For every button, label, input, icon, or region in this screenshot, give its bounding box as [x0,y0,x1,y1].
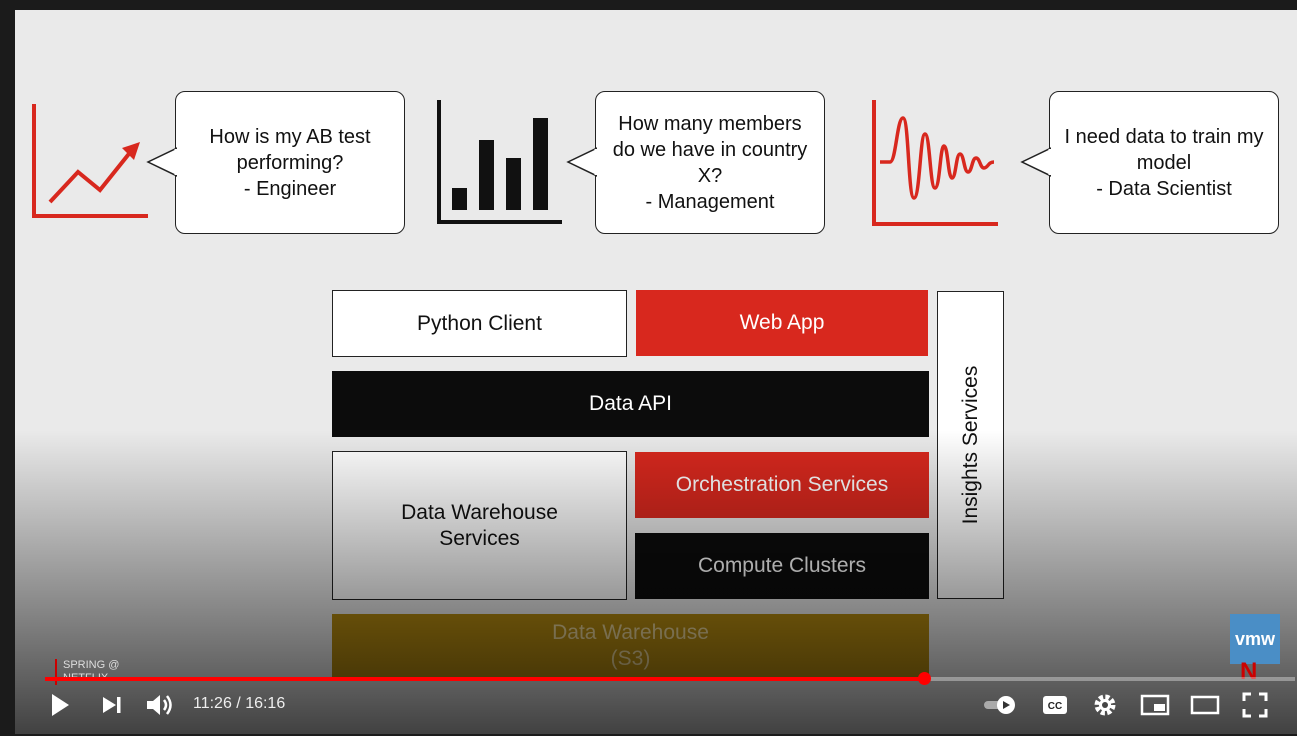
settings-button[interactable] [1089,690,1121,720]
speech-bubble-tail [1020,147,1051,177]
autoplay-toggle-icon [984,696,1015,714]
netflix-logo: N [1240,658,1258,685]
spring-netflix-watermark: SPRING @ NETFLIX [55,659,119,685]
theater-mode-button[interactable] [1189,692,1221,718]
volume-icon [147,695,172,715]
signal-wave-icon [872,100,998,226]
fullscreen-button[interactable] [1239,691,1271,719]
captions-icon: CC [1043,696,1067,714]
theater-icon [1190,695,1220,715]
orchestration-services-box: Orchestration Services [635,452,929,518]
progress-bar[interactable] [45,672,1295,685]
fullscreen-icon [1242,692,1268,718]
progress-played [45,677,924,681]
web-app-box: Web App [636,290,928,356]
speech-bubble-management: How many members do we have in country X… [595,91,825,234]
speech-bubble-data-scientist: I need data to train my model - Data Sci… [1049,91,1279,234]
data-warehouse-services-box: Data Warehouse Services [332,451,627,600]
data-api-box: Data API [332,371,929,437]
settings-icon [1094,694,1116,716]
next-button[interactable] [97,692,127,718]
captions-button[interactable]: CC [1039,692,1071,718]
speech-bubble-tail [566,147,597,177]
bar-chart-icon [437,100,562,224]
time-display: 11:26 / 16:16 [193,695,286,712]
play-button[interactable] [45,692,75,718]
speech-bubble-engineer: How is my AB test performing? - Engineer [175,91,405,234]
speech-bubble-tail [146,147,177,177]
vmware-logo: vmw [1230,614,1280,664]
autoplay-toggle[interactable] [981,694,1019,716]
insights-services-label: Insights Services [958,365,982,525]
video-frame[interactable]: How is my AB test performing? - Engineer… [15,10,1297,734]
data-warehouse-s3-box: Data Warehouse (S3) [332,614,929,678]
mute-button[interactable] [143,690,177,720]
next-icon [103,697,121,713]
python-client-box: Python Client [332,290,627,357]
miniplayer-icon [1140,694,1170,716]
insights-services-box: Insights Services [937,291,1004,599]
scrubber-handle[interactable] [917,672,931,685]
line-chart-icon [32,104,148,218]
svg-text:CC: CC [1048,701,1062,712]
compute-clusters-box: Compute Clusters [635,533,929,599]
play-icon [52,694,69,716]
miniplayer-button[interactable] [1139,692,1171,718]
